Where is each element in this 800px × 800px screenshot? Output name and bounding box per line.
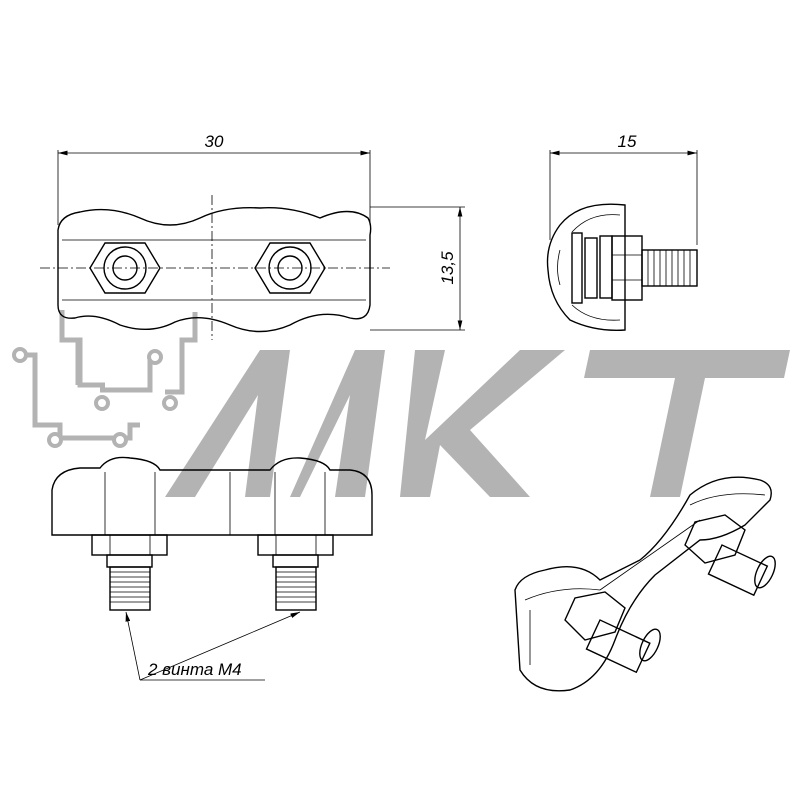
watermark-logo: [12, 310, 790, 497]
logo-emblem-icon: [12, 310, 198, 448]
logo-letters: [165, 350, 790, 497]
width-dimension: 15: [618, 132, 637, 151]
front-view: 2 винта М4: [51, 456, 373, 681]
height-dimension: 13,5: [438, 251, 457, 285]
side-view: 15: [546, 132, 698, 331]
isometric-view: [514, 476, 776, 692]
top-view: 30 13,5: [40, 132, 465, 340]
length-dimension: 30: [205, 132, 224, 151]
screws-callout: 2 винта М4: [147, 660, 242, 679]
